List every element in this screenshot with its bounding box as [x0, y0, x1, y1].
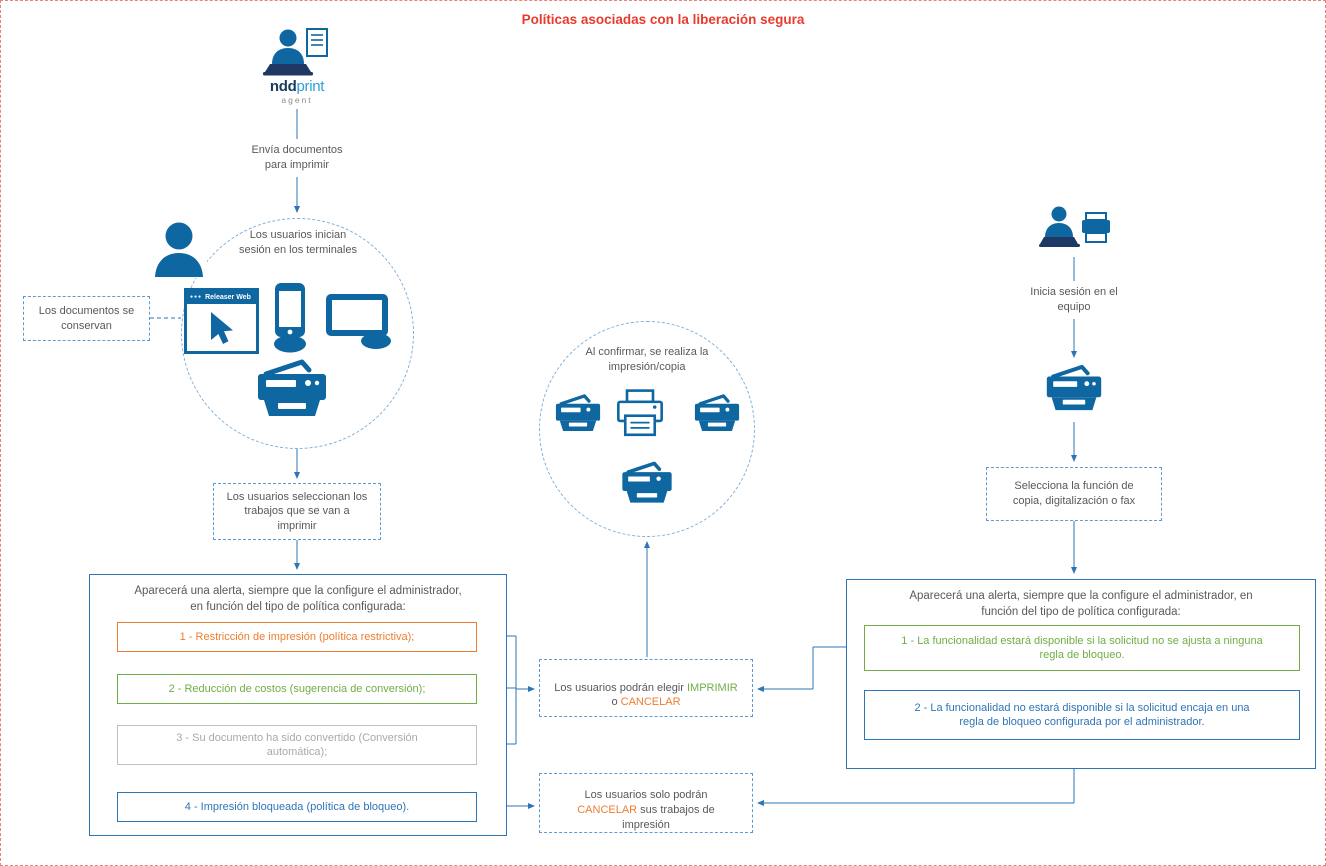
docs-kept-label: Los documentos se conservan: [38, 304, 135, 332]
tablet-in-hand-icon: [324, 290, 397, 350]
left-alert-header: Aparecerá una alerta, siempre que la con…: [134, 585, 462, 613]
confirm-circle-label: Al confirmar, se realiza la impresión/co…: [585, 346, 709, 373]
policy-cost-reduction: 2 - Reducción de costos (sugerencia de c…: [117, 674, 477, 704]
nddprint-agent-icon: [261, 27, 333, 79]
select-jobs-box: Los usuarios seleccionan los trabajos qu…: [213, 483, 381, 540]
window-dots-icon: ●●●: [190, 294, 203, 300]
policy-restrictive: 1 - Restricción de impresión (política r…: [117, 622, 477, 652]
releaser-web-window: ●●● Releaser Web: [184, 288, 259, 354]
choose-text-1: Los usuarios podrán elegir: [554, 681, 687, 694]
right-alert-header: Aparecerá una alerta, siempre que la con…: [909, 590, 1253, 618]
releaser-web-title: Releaser Web: [205, 294, 251, 301]
select-function-box: Selecciona la función de copia, digitali…: [986, 467, 1162, 521]
logo-print: print: [296, 78, 325, 95]
printer-outline-icon: [612, 388, 668, 440]
person-with-printer-icon: [1039, 205, 1111, 255]
cursor-icon: [210, 311, 233, 344]
cancel-only-text-1: Los usuarios solo podrán: [584, 789, 708, 802]
right-mfp-icon: [1042, 362, 1106, 415]
nddprint-logo: nddprint: [227, 78, 367, 95]
circle-title-label: Los usuarios inician sesión en los termi…: [238, 229, 357, 256]
login-terminals-circle: [181, 218, 414, 449]
cancelar-label: CANCELAR: [620, 696, 681, 709]
select-function-label: Selecciona la función de copia, digitali…: [1012, 480, 1136, 507]
page-title: Políticas asociadas con la liberación se…: [521, 12, 805, 27]
logo-ndd: ndd: [269, 78, 297, 95]
cancel-only-box: Los usuarios solo podrán CANCELAR sus tr…: [539, 773, 753, 833]
logo-agent: agent: [281, 95, 313, 105]
rule-available: 1 - La funcionalidad estará disponible s…: [864, 625, 1300, 671]
mfp-printer-icon: [252, 356, 332, 422]
docs-kept-box: Los documentos se conservan: [23, 296, 150, 341]
choose-print-cancel-box: Los usuarios podrán elegir IMPRIMIR o CA…: [539, 659, 753, 717]
imprimir-label: IMPRIMIR: [686, 681, 738, 694]
printer-mfp-right-icon: [691, 392, 743, 435]
choose-text-2: o: [611, 696, 618, 709]
confirm-print-circle: [539, 321, 755, 537]
printer-mfp-left-icon: [552, 392, 604, 435]
policy-auto-conversion: 3 - Su documento ha sido convertido (Con…: [117, 725, 477, 765]
right-alert-box: Aparecerá una alerta, siempre que la con…: [846, 579, 1316, 769]
browser-body: [187, 304, 256, 351]
select-jobs-label: Los usuarios seleccionan los trabajos qu…: [226, 490, 368, 532]
printer-mfp-bottom-icon: [618, 459, 676, 507]
user-bust-icon: [150, 220, 207, 278]
cancel-only-text-2: sus trabajos de impresión: [622, 804, 715, 831]
login-equipment-label: Inicia sesión en el equipo: [1030, 286, 1118, 313]
browser-title-bar: ●●● Releaser Web: [187, 291, 256, 304]
rule-blocked: 2 - La funcionalidad no estará disponibl…: [864, 690, 1300, 740]
cancelar-only-label: CANCELAR: [577, 804, 638, 816]
left-alert-box: Aparecerá una alerta, siempre que la con…: [89, 574, 507, 836]
phone-in-hand-icon: [268, 282, 312, 353]
send-docs-label: Envía documentos para imprimir: [251, 144, 343, 171]
policy-blocked: 4 - Impresión bloqueada (política de blo…: [117, 792, 477, 822]
